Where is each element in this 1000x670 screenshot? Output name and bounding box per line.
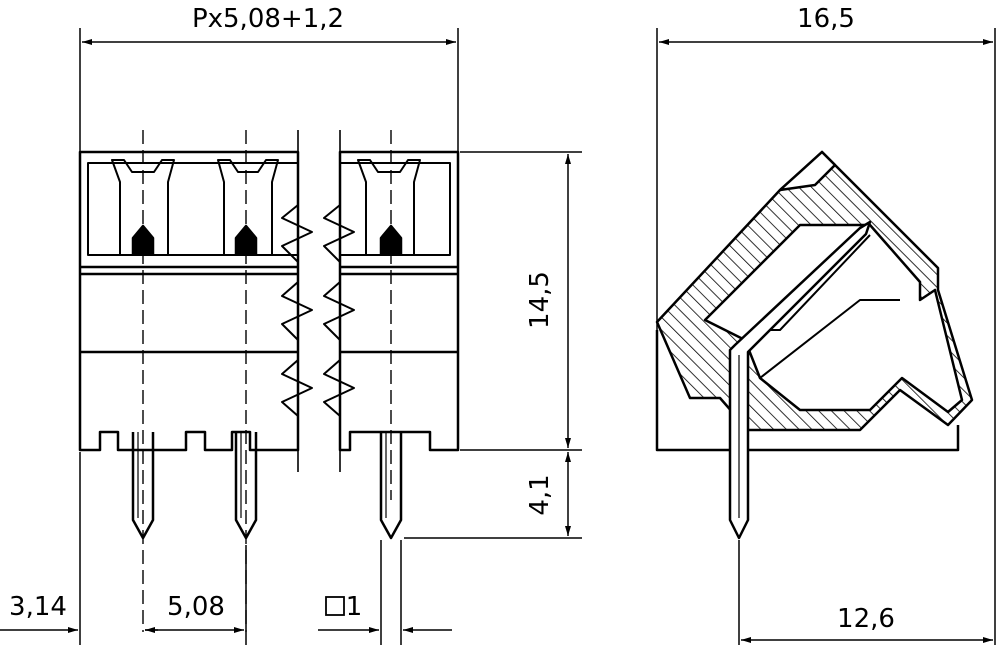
side-view [655,150,974,540]
side-channel [703,223,964,414]
side-pin [728,220,872,540]
front-dimensions [0,28,582,645]
clamp-1 [111,159,175,256]
dim-pin-length: 4,1 [525,474,555,515]
dim-overall-width: Px5,08+1,2 [192,4,344,34]
pocket-left [87,162,299,256]
center-lines [142,130,392,632]
side-dimensions [656,28,996,645]
side-base [655,330,960,452]
dim-height: 14,5 [525,271,555,329]
dim-pitch: 5,08 [167,592,225,622]
pin-3 [379,432,403,540]
housing-right [338,150,460,452]
housing-left [78,150,300,452]
dim-side-pin-offset: 12,6 [837,604,895,634]
clamp-3 [357,159,421,256]
dim-first-pin-offset: 3,14 [9,592,67,622]
front-view [78,130,460,540]
clamp-2 [217,159,279,256]
break-zigzag-right [323,204,355,417]
break-zigzag-left [281,204,313,417]
square-symbol [325,596,345,616]
dim-pin-square: 1 [346,592,363,622]
dim-side-depth: 16,5 [797,4,855,34]
